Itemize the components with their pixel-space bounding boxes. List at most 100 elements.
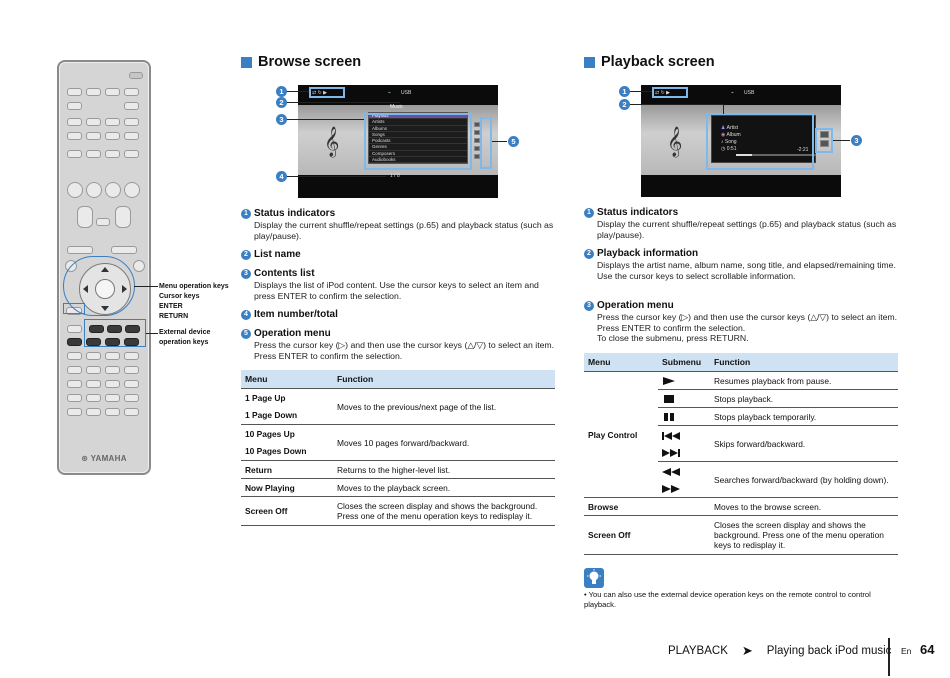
table-row: 1 Page Down	[241, 406, 555, 425]
table-cell-function: Stops playback.	[710, 389, 898, 408]
table-row: Stops playback.	[584, 389, 898, 408]
progress-bar	[736, 154, 816, 156]
skip-back-key	[105, 338, 120, 346]
remote-key	[124, 394, 139, 402]
item-number: 3	[584, 300, 594, 311]
ir-window	[129, 72, 143, 79]
item-title: Operation menu	[597, 300, 674, 311]
remote-key	[67, 394, 82, 402]
table-cell-menu: Screen Off	[241, 496, 333, 526]
album-icon: ◉	[721, 132, 726, 138]
remote-key	[105, 150, 120, 158]
breadcrumb-section[interactable]: PLAYBACK	[668, 645, 728, 657]
callout-number-2: 2	[276, 97, 287, 108]
heading-square-icon	[241, 56, 252, 68]
remote-key	[133, 260, 145, 272]
rewind-key	[67, 338, 82, 346]
elapsed-time: 0:51	[726, 146, 737, 152]
browse-screen-heading: Browse screen	[241, 54, 361, 70]
pause-key	[107, 325, 122, 333]
item-number: 3	[241, 268, 251, 279]
remote-key	[124, 352, 139, 360]
remote-key	[124, 150, 139, 158]
contents-list: Playlists Artists Albums Songs Podcasts …	[368, 112, 468, 165]
callout-external-device-keys: External device operation keys	[159, 329, 211, 346]
tip-bulb-icon	[584, 568, 604, 588]
list-item: Audiobooks	[369, 157, 467, 164]
remote-key	[105, 408, 120, 416]
playback-info: ♟ Artist ◉ Album ♪ Song ◷ 0:51	[721, 125, 741, 153]
callout-return: RETURN	[159, 313, 189, 320]
item-number: 5	[241, 328, 251, 339]
item-body: Display the current shuffle/repeat setti…	[597, 219, 897, 240]
item-body: Display the current shuffle/repeat setti…	[254, 220, 554, 241]
item-body: Press the cursor key (▷) and then use th…	[254, 340, 555, 361]
table-cell-menu: 10 Pages Down	[241, 442, 333, 461]
table-row: 10 Pages Up Moves 10 pages forward/backw…	[241, 424, 555, 461]
remote-key	[111, 246, 137, 254]
remote-key	[124, 408, 139, 416]
table-cell-menu: Now Playing	[241, 478, 333, 497]
item-number: 2	[584, 248, 594, 259]
table-row: Screen Off Closes the screen display and…	[241, 496, 555, 526]
remote-key	[67, 246, 93, 254]
table-cell-function: Skips forward/backward.	[710, 425, 898, 462]
tip-text: • You can also use the external device o…	[584, 590, 871, 609]
remote-key	[86, 380, 101, 388]
callout-line	[146, 333, 158, 335]
table-row: 10 Pages Down	[241, 442, 555, 461]
remote-key	[67, 325, 82, 333]
remote-key	[105, 352, 120, 360]
remote-key	[67, 182, 83, 198]
remote-key	[67, 352, 82, 360]
item-body: Displays the list of iPod content. Use t…	[254, 280, 539, 301]
table-row: Searches forward/backward (by holding do…	[584, 461, 898, 498]
remote-key	[86, 408, 101, 416]
table-cell-function: Moves 10 pages forward/backward.	[333, 424, 555, 461]
remote-key	[124, 380, 139, 388]
song-icon: ♪	[721, 139, 724, 145]
remote-key	[124, 118, 139, 126]
stop-icon	[664, 395, 674, 404]
table-cell-function: Moves to the playback screen.	[333, 478, 555, 497]
remote-key	[86, 88, 101, 96]
remote-key	[86, 150, 101, 158]
list-item: Composers	[369, 151, 467, 158]
remote-key	[105, 118, 120, 126]
operation-menu-button	[820, 131, 829, 138]
table-cell-menu: Screen Off	[584, 515, 658, 555]
item-body: Press the cursor key (▷) and then use th…	[597, 312, 898, 343]
table-cell-menu: Return	[241, 460, 333, 479]
breadcrumb: PLAYBACK ➤ Playing back iPod music	[668, 643, 891, 659]
artist-icon: ♟	[721, 125, 726, 131]
volume-key	[115, 206, 131, 228]
skip-forward-icon	[662, 449, 680, 458]
operation-menu-button	[474, 154, 480, 159]
music-clef-icon: 𝄞	[324, 127, 340, 157]
callout-cursor-keys: Cursor keys	[159, 293, 200, 300]
menu-callout-box	[480, 117, 492, 169]
table-cell-menu: Play Control	[584, 371, 658, 498]
breadcrumb-chapter[interactable]: Playing back iPod music	[766, 645, 892, 657]
callout-line	[833, 140, 850, 142]
remote-key	[67, 102, 82, 110]
table-cell-function: Closes the screen display and shows the …	[333, 496, 555, 526]
callout-line	[629, 91, 652, 93]
callout-number-3: 3	[276, 114, 287, 125]
remote-key	[96, 218, 110, 226]
item-title: Contents list	[254, 268, 315, 279]
remote-key	[67, 150, 82, 158]
table-cell-menu: 10 Pages Up	[245, 428, 295, 439]
contents-callout-box	[364, 113, 472, 170]
skip-back-icon	[662, 431, 680, 440]
table-header-function: Function	[333, 370, 555, 389]
remote-key	[86, 182, 102, 198]
remote-key	[86, 394, 101, 402]
stop-key	[89, 325, 104, 333]
item-title: Item number/total	[254, 309, 338, 320]
callout-number-5: 5	[508, 136, 519, 147]
